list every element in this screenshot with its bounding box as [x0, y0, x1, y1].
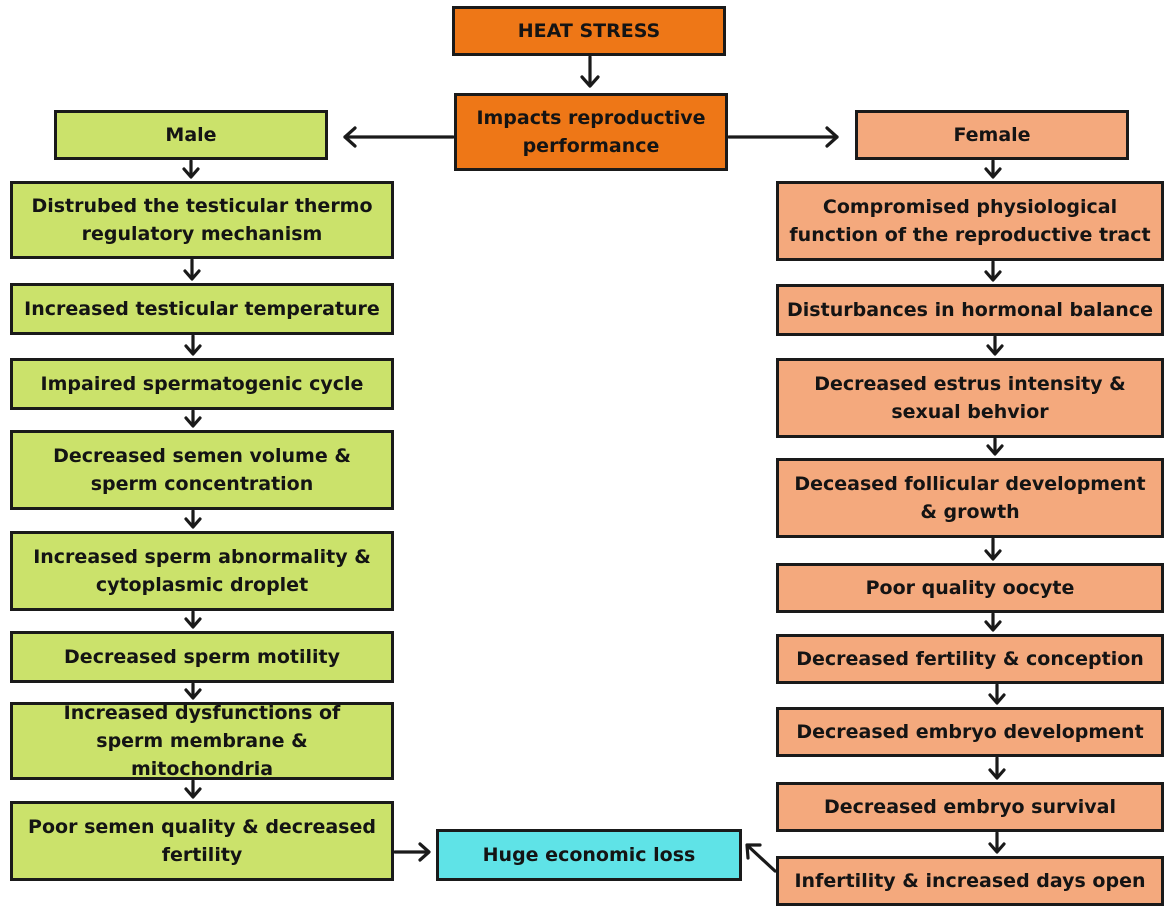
arrow-female-2 [986, 335, 1004, 356]
arrow-female-7 [988, 756, 1006, 780]
node-male-step-6: Decreased sperm motility [10, 631, 394, 683]
arrow-female-to-outcome [745, 843, 777, 873]
node-female-step-2: Disturbances in hormonal balance [776, 284, 1164, 336]
arrow-female-6 [988, 683, 1006, 705]
node-impacts-reproductive-performance: Impacts reproductive performance [454, 93, 728, 171]
arrow-female-1 [984, 260, 1002, 282]
arrow-heat-to-impacts [580, 55, 600, 88]
arrow-male-0 [182, 159, 200, 179]
arrow-male-4 [184, 509, 202, 529]
arrow-female-4 [984, 537, 1002, 561]
arrow-male-6 [184, 682, 202, 700]
node-male: Male [54, 110, 328, 160]
node-male-step-7: Increased dysfunctions of sperm membrane… [10, 702, 394, 780]
node-heat-stress: HEAT STRESS [452, 6, 726, 56]
node-male-step-5: Increased sperm abnormality & cytoplasmi… [10, 531, 394, 611]
node-female-step-1: Compromised physiological function of th… [776, 181, 1164, 261]
arrow-male-3 [184, 409, 202, 428]
arrow-female-8 [988, 831, 1006, 854]
arrow-male-7 [184, 779, 202, 799]
node-male-step-3: Impaired spermatogenic cycle [10, 358, 394, 410]
node-male-step-8: Poor semen quality & decreased fertility [10, 801, 394, 881]
arrow-male-to-outcome [393, 842, 431, 862]
arrow-female-0 [984, 159, 1002, 179]
node-male-step-2: Increased testicular temperature [10, 283, 394, 335]
arrow-impacts-to-female [727, 126, 839, 148]
node-huge-economic-loss: Huge economic loss [436, 829, 742, 881]
node-female-step-9: Infertility & increased days open [776, 856, 1164, 906]
arrow-impacts-to-male [343, 126, 455, 148]
node-female-step-4: Deceased follicular development & growth [776, 458, 1164, 538]
arrow-female-3 [986, 437, 1004, 456]
arrow-male-1 [183, 258, 201, 281]
node-female: Female [855, 110, 1129, 160]
node-female-step-8: Decreased embryo survival [776, 782, 1164, 832]
node-male-step-1: Distrubed the testicular thermo regulato… [10, 181, 394, 259]
arrow-male-5 [184, 610, 202, 629]
node-female-step-6: Decreased fertility & conception [776, 634, 1164, 684]
node-male-step-4: Decreased semen volume & sperm concentra… [10, 430, 394, 510]
node-female-step-5: Poor quality oocyte [776, 563, 1164, 613]
arrow-male-2 [184, 334, 202, 356]
arrow-female-5 [984, 612, 1002, 632]
node-female-step-3: Decreased estrus intensity & sexual behv… [776, 358, 1164, 438]
node-female-step-7: Decreased embryo development [776, 707, 1164, 757]
